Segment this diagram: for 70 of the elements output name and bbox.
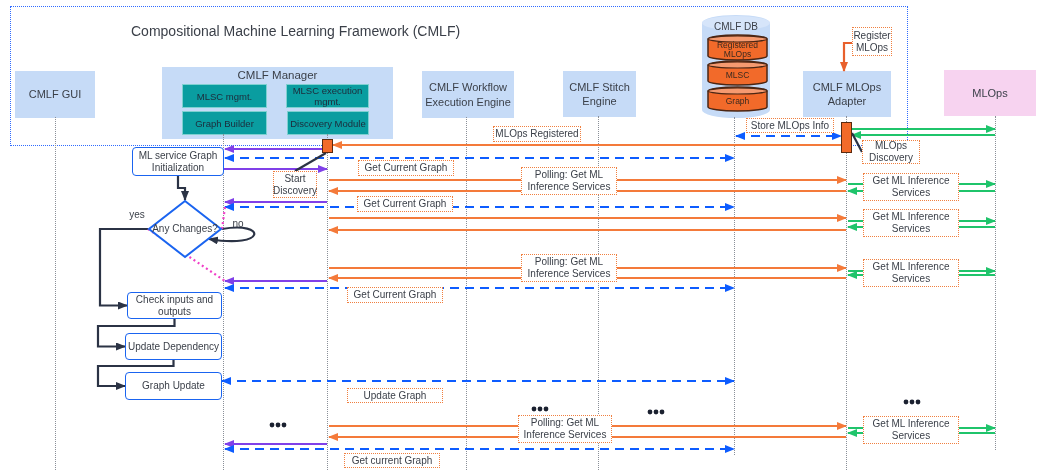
module-box: Graph Builder [182, 111, 267, 135]
edge-label: Update Graph [347, 388, 443, 403]
arrow [329, 214, 847, 222]
participant-box: MLOps [944, 70, 1036, 116]
participant-box: CMLF GUI [15, 71, 95, 118]
arrow [98, 227, 148, 310]
arrow [224, 145, 322, 153]
panel-title: CMLF Manager [236, 68, 319, 83]
participant-box: CMLF Workflow Execution Engine [422, 71, 514, 118]
process-box: Update Dependency [125, 333, 222, 360]
edge-label: Get ML Inference Services [863, 173, 959, 201]
edge-label: Get ML Inference Services [863, 416, 959, 444]
leader-line [851, 132, 863, 153]
arrow [224, 198, 327, 206]
dotted-line [220, 206, 227, 230]
arrow [224, 445, 735, 453]
activation-bar [841, 122, 852, 153]
arrow [735, 132, 842, 140]
arrow [851, 131, 995, 139]
lifeline [734, 117, 736, 455]
edge-label: Store MLOps Info [746, 118, 834, 133]
edge-label: Polling: Get ML Inference Services [518, 415, 612, 443]
frame-title: Compositional Machine Learning Framework (CMLF) [131, 23, 461, 39]
loop-arrow [208, 226, 256, 245]
edge-label: Get Current Graph [357, 196, 453, 212]
edge-label: yes [128, 208, 146, 222]
arrow [328, 226, 846, 234]
module-box: MLSC execution mgmt. [286, 84, 369, 108]
edge-label: MLOps Registered [493, 126, 581, 142]
process-box: Check inputs and outputs [127, 292, 222, 319]
edge-label: Polling: Get ML Inference Services [521, 254, 617, 282]
arrow [840, 41, 852, 72]
arrow [224, 165, 328, 173]
arrow [224, 277, 327, 285]
note-box: MLOps Discovery [862, 140, 920, 164]
arrow [224, 440, 327, 448]
edge-label: Get ML Inference Services [863, 209, 959, 237]
edge-label: no [231, 217, 245, 231]
arrow [221, 377, 735, 385]
arrow [96, 319, 176, 351]
edge-label: Get Current Graph [347, 287, 443, 303]
lifeline [466, 117, 468, 470]
activation-bar [322, 139, 333, 153]
process-box: Graph Update [125, 372, 222, 400]
edge-label: Get ML Inference Services [863, 259, 959, 287]
arrow [852, 125, 996, 133]
edge-label: Get current Graph [344, 453, 440, 468]
participant-box: CMLF MLOps Adapter [803, 71, 891, 117]
module-box: MLSC mgmt. [182, 84, 267, 108]
arrow [332, 141, 841, 149]
arrow [96, 360, 175, 390]
module-box: Discovery Module [287, 111, 369, 135]
note-box: Start Discovery [273, 171, 317, 198]
decision-diamond: Any Changes? [148, 200, 222, 258]
storage-cylinder: Graph [707, 87, 768, 111]
edge-label: Get Current Graph [358, 160, 454, 176]
arrow [176, 176, 189, 201]
process-box: ML service Graph Initialization [132, 147, 224, 176]
leader-line [294, 152, 327, 172]
database-label: CMLF DB [713, 20, 759, 33]
storage-cylinder: MLSC [707, 61, 768, 85]
arrow [224, 154, 735, 162]
storage-cylinder: Registered MLOps [707, 35, 768, 60]
edge-label: Polling: Get ML Inference Services [521, 167, 617, 195]
component-panel [162, 67, 393, 139]
note-box: Register MLOps [852, 27, 892, 56]
lifeline [55, 117, 57, 470]
lifeline [995, 116, 997, 450]
participant-box: CMLF Stitch Engine [563, 71, 636, 117]
database-cylinder [701, 15, 771, 118]
